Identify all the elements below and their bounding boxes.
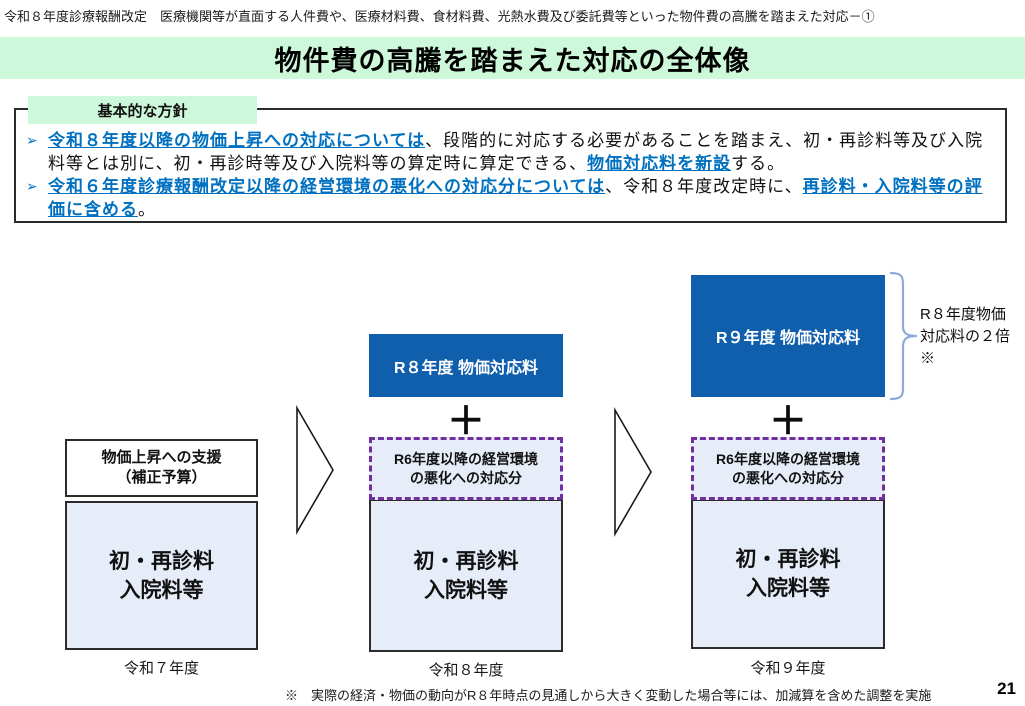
plus-sign: ＋	[768, 400, 807, 443]
page-title: 物件費の高騰を踏まえた対応の全体像	[274, 45, 751, 76]
policy-label: 基本的な方針	[28, 96, 257, 124]
slide-header-note: 令和８年度診療報酬改定 医療機関等が直面する人件費や、医療材料費、食材料費、光熱…	[4, 9, 875, 24]
policy-bullet: ➢ 令和８年度以降の物価上昇への対応については、段階的に対応する必要があることを…	[26, 129, 998, 175]
page-number: 21	[997, 679, 1016, 698]
plus-sign: ＋	[446, 400, 485, 443]
brace-icon	[889, 271, 918, 401]
policy-bullets: ➢ 令和８年度以降の物価上昇への対応については、段階的に対応する必要があることを…	[26, 129, 998, 221]
r9-base-fee-box: 初・再診料 入院料等	[691, 499, 885, 649]
year-label-r8: 令和８年度	[428, 662, 504, 679]
r7-support-box: 物価上昇への支援 （補正予算）	[65, 439, 258, 497]
r7-base-fee-box: 初・再診料 入院料等	[65, 501, 258, 650]
arrow-right-icon	[614, 407, 652, 537]
r8-price-response-fee-box: R８年度 物価対応料	[369, 334, 563, 397]
year-label-r9: 令和９年度	[750, 660, 826, 677]
title-banner: 物件費の高騰を踏まえた対応の全体像	[0, 37, 1025, 79]
bullet-arrow-icon: ➢	[26, 132, 38, 148]
double-note: R８年度物価 対応料の２倍※	[920, 306, 1011, 367]
bullet-arrow-icon: ➢	[26, 178, 38, 194]
r8-base-fee-box: 初・再診料 入院料等	[369, 499, 563, 652]
year-label-r7: 令和７年度	[123, 660, 199, 677]
r9-price-response-fee-box: R９年度 物価対応料	[691, 275, 885, 397]
policy-bullet: ➢ 令和６年度診療報酬改定以降の経営環境の悪化への対応分については、令和８年度改…	[26, 175, 998, 221]
r8-r6-deterioration-box: R6年度以降の経営環境 の悪化への対応分	[369, 437, 563, 500]
r9-r6-deterioration-box: R6年度以降の経営環境 の悪化への対応分	[691, 437, 885, 500]
policy-box	[14, 108, 1007, 223]
arrow-right-icon	[296, 405, 334, 535]
policy-bullet-text: 令和６年度診療報酬改定以降の経営環境の悪化への対応分については、令和８年度改定時…	[48, 177, 983, 219]
footnote: ※ 実際の経済・物価の動向がR８年時点の見通しから大きく変動した場合等には、加減…	[285, 688, 932, 703]
policy-bullet-text: 令和８年度以降の物価上昇への対応については、段階的に対応する必要があることを踏ま…	[48, 131, 984, 173]
